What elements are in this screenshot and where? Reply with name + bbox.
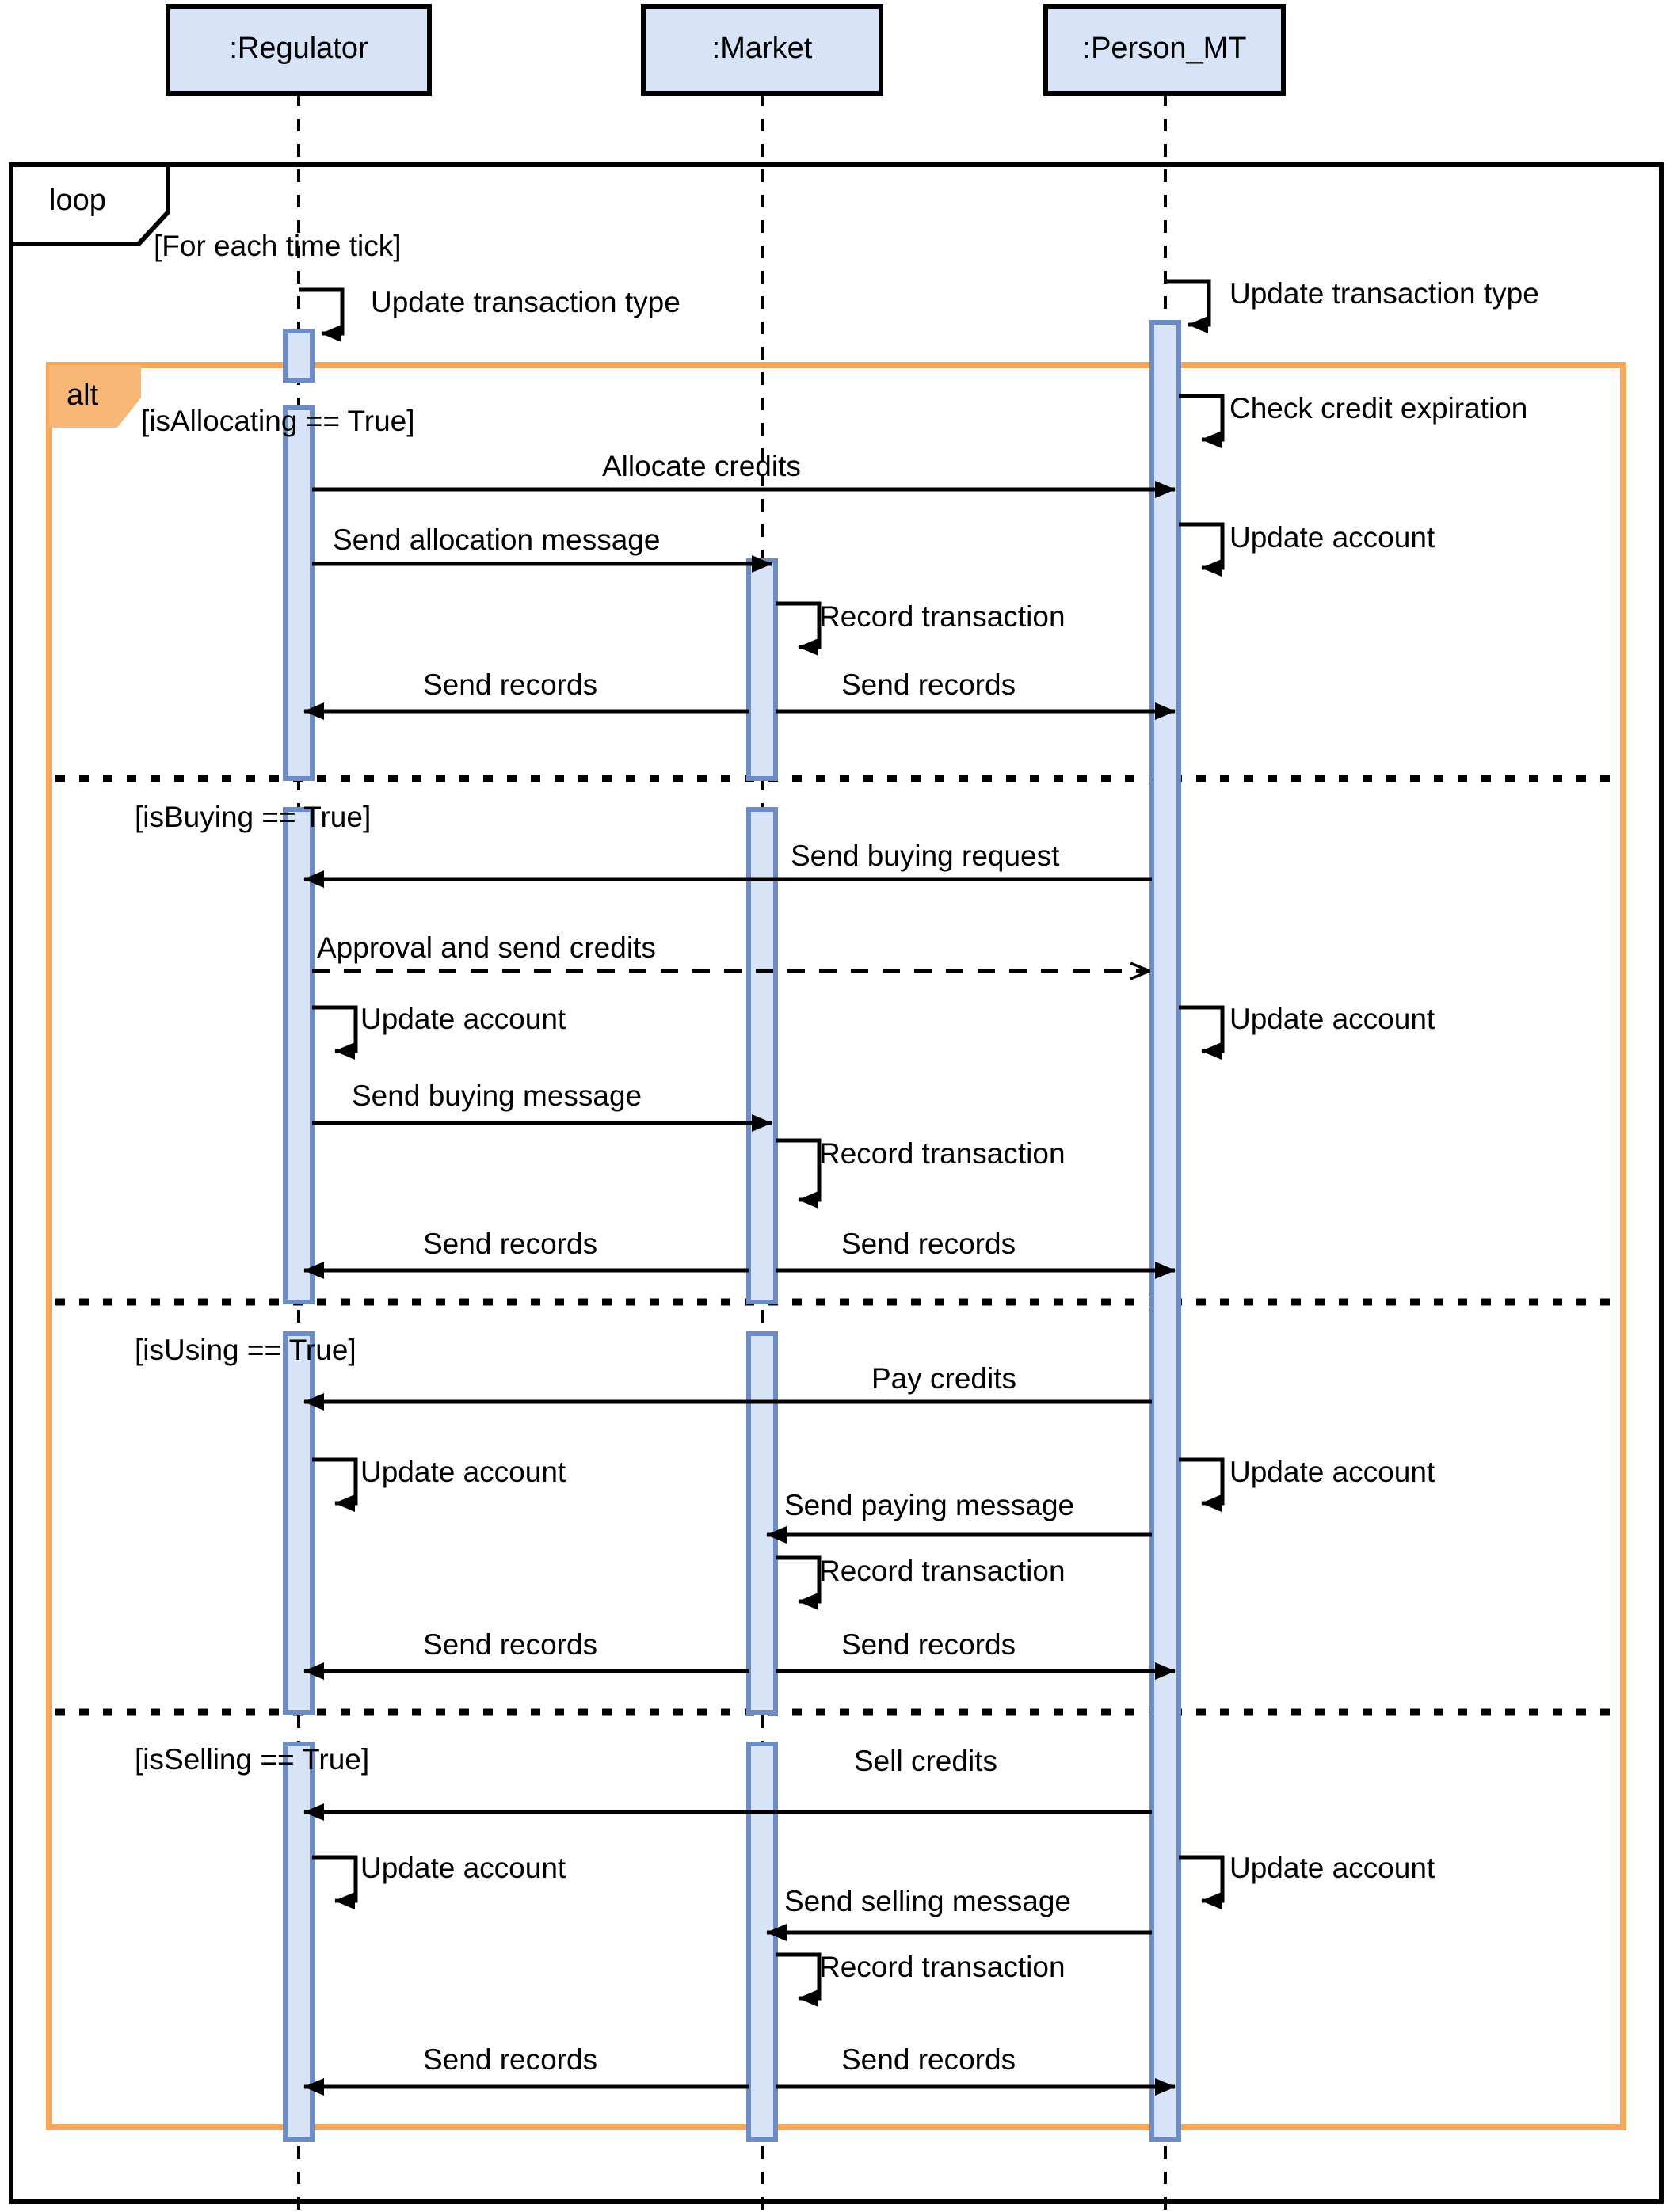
message-26-arrow [312,1855,358,1909]
message-arrows [299,279,1225,2096]
message-label-4: Allocate credits [602,450,801,482]
participant-label-market: :Market [711,32,813,65]
activation-regulator-4 [283,1331,315,1715]
activation-market-4 [746,1742,778,2142]
participant-box-market [641,4,883,96]
loop-fragment-kind-label: loop [49,184,106,217]
activation-regulator-5 [283,1742,315,2142]
alt-guard-is-using: [isUsing == True] [135,1334,356,1366]
participant-box-person-mt [1043,4,1286,96]
message-label-23: Send records [423,1628,598,1661]
message-label-17: Send records [841,1228,1016,1260]
message-label-11: Approval and send credits [317,931,656,964]
message-label-12: Update account [360,1003,566,1035]
participant-label-regulator: :Regulator [229,32,368,65]
alt-fragment-kind-label: alt [67,379,99,412]
activation-person-mt-1 [1149,320,1181,2142]
participant-box-regulator [166,4,432,96]
message-20-arrow [1179,1457,1225,1512]
participant-label-person-mt: :Person_MT [1082,32,1247,65]
message-label-20: Update account [1229,1456,1435,1488]
message-label-26: Update account [360,1852,566,1884]
message-label-14: Send buying message [352,1079,642,1112]
message-label-27: Update account [1229,1852,1435,1884]
message-label-25: Sell credits [854,1745,997,1777]
message-label-18: Pay credits [871,1362,1017,1395]
message-label-8: Send records [423,668,598,701]
message-22-arrow [776,1555,822,1610]
message-27-arrow [1179,1855,1225,1909]
message-1-arrow [299,287,345,342]
activation-regulator-2 [283,405,315,781]
activation-market-1 [746,558,778,781]
message-label-1: Update transaction type [371,286,681,318]
message-2-arrow [1165,279,1211,333]
message-label-5: Update account [1229,521,1435,554]
message-3-arrow [1179,394,1225,448]
message-label-10: Send buying request [791,839,1060,872]
activation-market-2 [746,807,778,1304]
activation-regulator-1 [283,329,315,383]
message-label-6: Send allocation message [333,523,661,556]
message-label-7: Record transaction [819,600,1066,633]
message-29-arrow [776,1952,822,2007]
message-12-arrow [312,1005,358,1060]
message-label-13: Update account [1229,1003,1435,1035]
message-15-arrow [776,1138,822,1209]
message-label-19: Update account [360,1456,566,1488]
message-label-15: Record transaction [819,1137,1066,1170]
message-label-3: Check credit expiration [1229,392,1528,425]
activation-market-3 [746,1331,778,1715]
message-label-29: Record transaction [819,1951,1066,1983]
message-19-arrow [312,1457,358,1512]
alt-guard-is-allocating: [isAllocating == True] [141,405,415,437]
message-label-30: Send records [423,2043,598,2076]
activation-bars [283,320,1181,2142]
alt-guard-is-buying: [isBuying == True] [135,801,372,833]
message-label-28: Send selling message [784,1885,1071,1917]
message-label-2: Update transaction type [1229,277,1539,310]
activation-regulator-3 [283,807,315,1304]
message-5-arrow [1179,522,1225,577]
alt-guard-is-selling: [isSelling == True] [135,1743,370,1776]
participant-boxes [166,4,1286,96]
message-label-16: Send records [423,1228,598,1260]
message-13-arrow [1179,1005,1225,1060]
alt-fragment-frame [46,362,1626,2130]
message-7-arrow [776,601,822,656]
loop-fragment-guard-label: [For each time tick] [154,230,402,262]
message-label-22: Record transaction [819,1555,1066,1587]
message-label-9: Send records [841,668,1016,701]
message-label-31: Send records [841,2043,1016,2076]
message-label-21: Send paying message [784,1489,1075,1521]
loop-fragment-frame [9,162,1664,2204]
message-label-24: Send records [841,1628,1016,1661]
